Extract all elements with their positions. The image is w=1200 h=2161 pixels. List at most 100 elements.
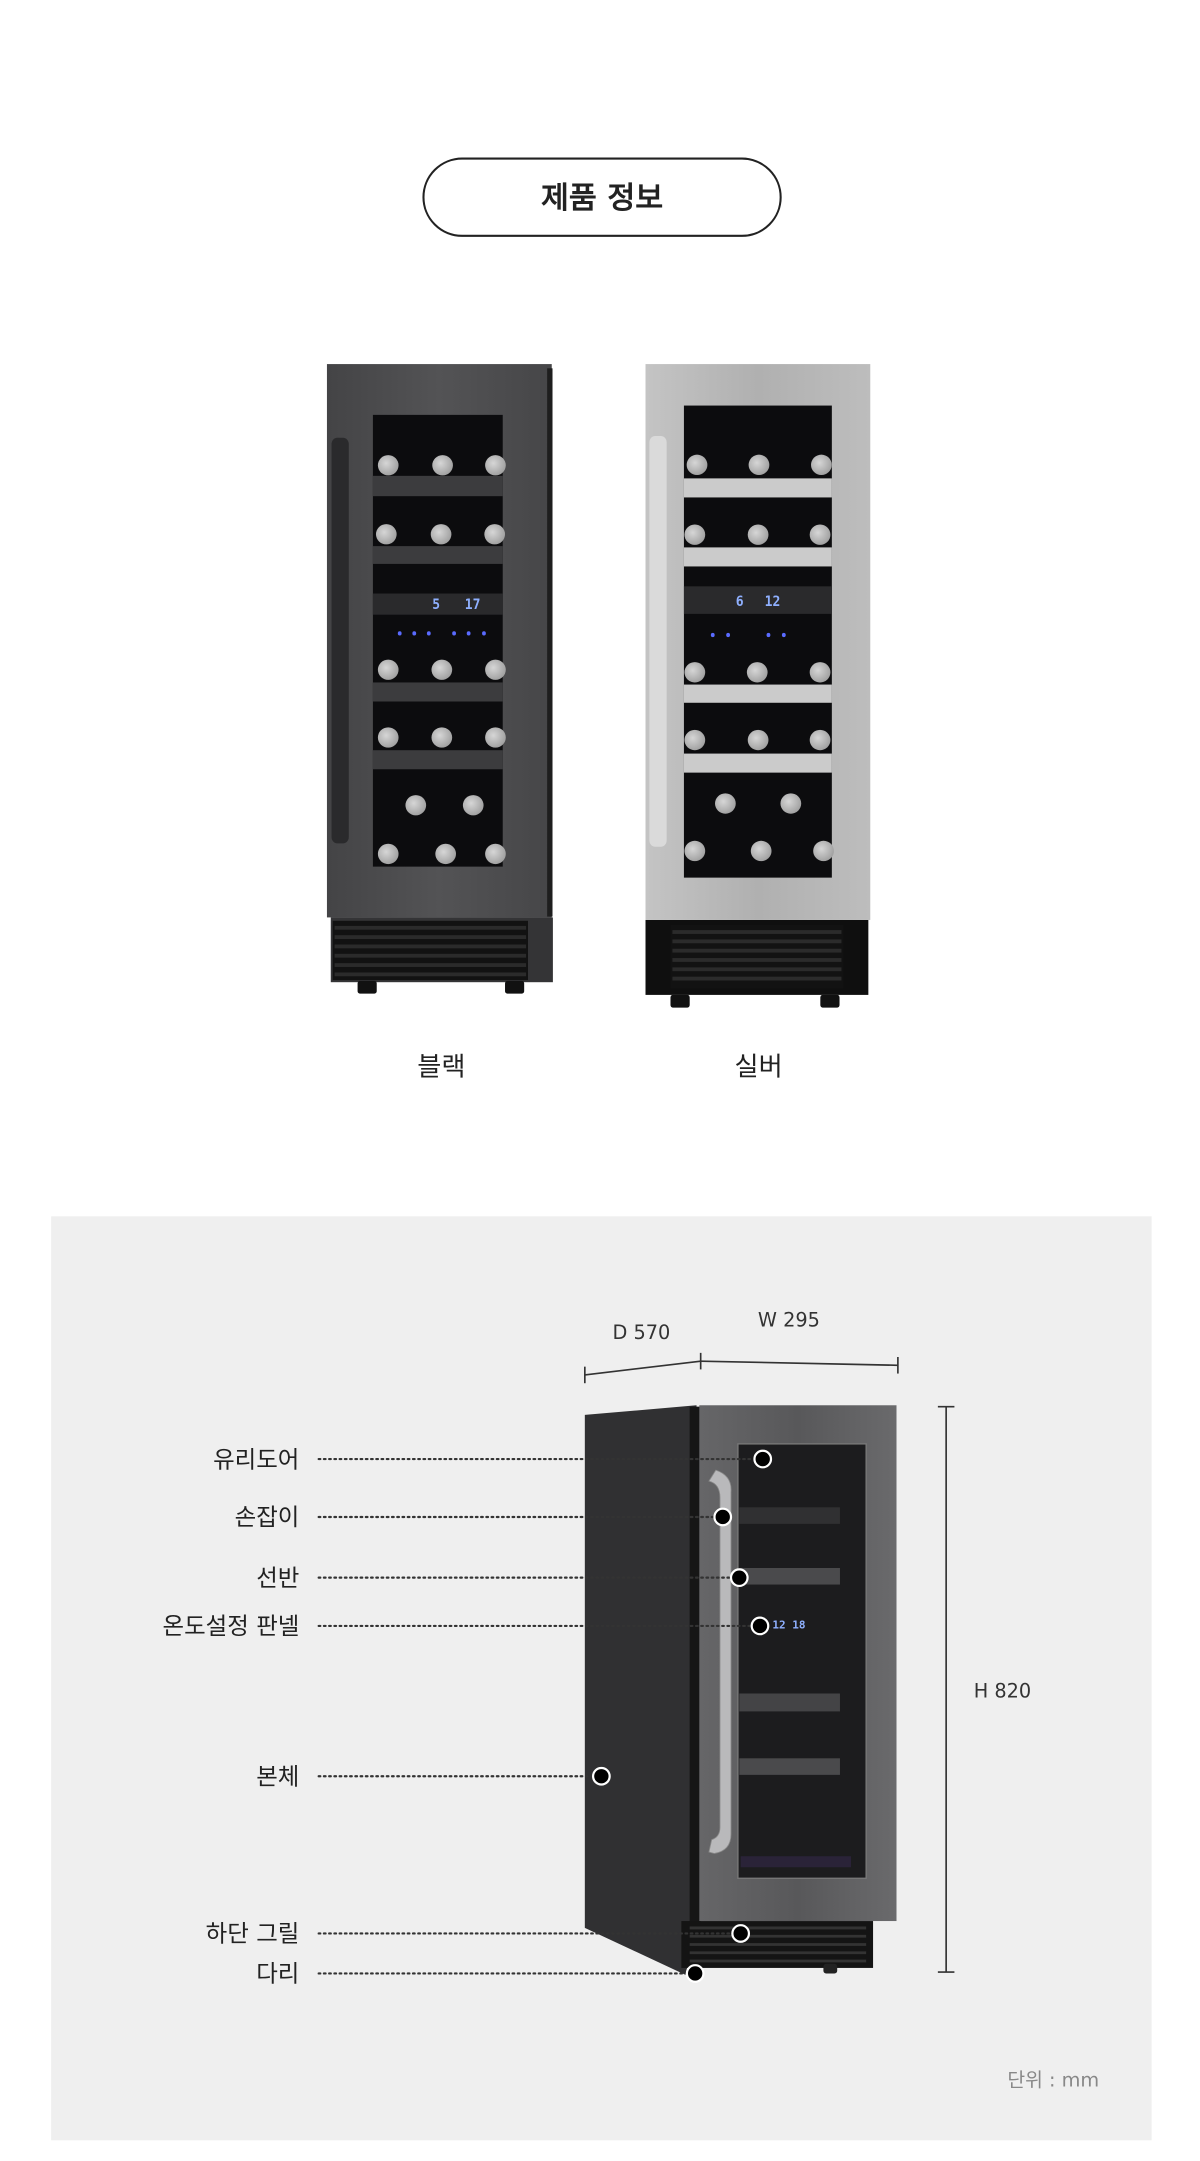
part-callout: 하단 그릴 — [206, 1920, 751, 1948]
wine-bottle-cap — [780, 793, 802, 814]
wine-bottle-cap — [747, 524, 769, 545]
wine-bottle-cap — [747, 729, 769, 751]
grille-slat — [672, 930, 842, 934]
wine-bottle-cap — [485, 659, 506, 680]
wine-bottle-cap — [435, 843, 457, 865]
callout-dot — [750, 1616, 770, 1636]
part-label: 선반 — [256, 1564, 299, 1592]
fridge-shelf — [739, 1758, 840, 1775]
blue-led — [466, 631, 471, 636]
blue-led — [412, 631, 417, 636]
fridge-leg — [820, 994, 840, 1008]
variant-label-black: 블랙 — [417, 1053, 465, 1083]
wine-shelf — [683, 684, 832, 703]
fridge-leg — [357, 980, 377, 994]
wine-bottle-cap — [377, 727, 399, 748]
wine-bottle-cap — [750, 840, 772, 862]
grille-slat — [334, 972, 527, 977]
part-label: 손잡이 — [235, 1503, 300, 1531]
door-hinge-edge — [689, 1406, 701, 1926]
part-label: 본체 — [256, 1763, 299, 1791]
grille-slat — [672, 967, 842, 972]
wine-bottle-cap — [684, 729, 706, 751]
grille-slat — [334, 925, 527, 930]
wine-bottle-cap — [485, 843, 506, 865]
fridge-handle — [708, 1469, 732, 1854]
wine-bottle-cap — [684, 840, 706, 862]
wine-bottle-cap — [405, 795, 427, 816]
wine-bottle-cap — [485, 455, 506, 476]
part-label: 하단 그릴 — [206, 1920, 300, 1948]
wine-bottle-cap — [430, 524, 452, 545]
product-image-black: 5 17 — [326, 364, 553, 994]
wine-bottle-cap — [715, 793, 736, 814]
wine-bottle-cap — [746, 662, 768, 683]
grille-slat — [334, 935, 527, 940]
grille-slat — [334, 963, 527, 967]
blue-led — [710, 632, 715, 638]
door-handle — [331, 437, 349, 844]
door-side-edge — [547, 368, 553, 917]
fridge-shelf — [739, 1693, 840, 1712]
grille-slat — [672, 948, 842, 953]
temperature-control-panel — [372, 593, 503, 615]
wine-bottle-cap — [431, 727, 453, 748]
wine-bottle-cap — [684, 524, 706, 545]
diagram-temperature-display: 12 18 — [772, 1619, 805, 1632]
wine-bottle-cap — [462, 795, 484, 816]
fridge-leg — [670, 994, 690, 1008]
wine-bottle-cap — [377, 659, 399, 680]
blue-led — [426, 631, 431, 636]
grille-slat — [672, 976, 842, 981]
fridge-shelf — [739, 1507, 840, 1524]
part-callout: 온도설정 판넬 — [163, 1612, 770, 1640]
grille-slat — [672, 958, 842, 962]
depth-label: D 570 — [612, 1321, 670, 1344]
wine-bottle-cap — [748, 454, 770, 475]
temperature-control-panel — [683, 586, 832, 614]
grille-slat — [672, 939, 842, 944]
blue-led — [452, 631, 457, 636]
wine-bottle-cap — [375, 524, 397, 545]
fridge-leg — [823, 1963, 838, 1974]
temperature-readout-lower: 17 — [465, 596, 481, 613]
temperature-readout-upper: 5 — [432, 596, 440, 613]
part-callout: 본체 — [256, 1763, 611, 1791]
fridge-side-panel — [584, 1405, 697, 1975]
callout-dot — [713, 1507, 733, 1527]
wine-bottle-cap — [377, 843, 399, 865]
wine-bottle-cap — [811, 454, 832, 475]
wine-bottle-cap — [809, 662, 831, 683]
door-handle — [649, 436, 667, 847]
part-label: 다리 — [256, 1960, 299, 1988]
wine-bottle-cap — [431, 659, 453, 680]
wine-shelf — [683, 753, 832, 773]
grille-slat — [334, 953, 527, 958]
part-callout: 다리 — [256, 1960, 705, 1988]
height-label: H 820 — [974, 1680, 1031, 1703]
wine-shelf — [683, 478, 832, 498]
dimension-height: H 820 — [937, 1405, 1031, 1973]
section-title: 제품 정보 — [541, 181, 663, 216]
blue-led — [482, 631, 486, 636]
wine-shelf — [683, 547, 832, 567]
width-label: W 295 — [758, 1309, 820, 1332]
wine-bottle-cap — [485, 727, 506, 748]
bottom-grille — [332, 920, 529, 981]
section-title-pill: 제품 정보 — [422, 157, 782, 237]
callout-dot — [753, 1449, 773, 1469]
fridge-led-strip — [740, 1856, 851, 1868]
blue-led — [766, 632, 771, 638]
wine-bottle-cap — [686, 454, 708, 475]
part-label: 온도설정 판넬 — [163, 1612, 300, 1640]
part-callout: 선반 — [256, 1564, 749, 1592]
wine-bottle-cap — [377, 455, 399, 476]
wine-bottle-cap — [809, 729, 831, 751]
blue-led — [397, 631, 402, 636]
grille-slats — [689, 1926, 867, 1963]
wine-shelf — [372, 475, 503, 497]
part-callout: 손잡이 — [235, 1503, 733, 1531]
